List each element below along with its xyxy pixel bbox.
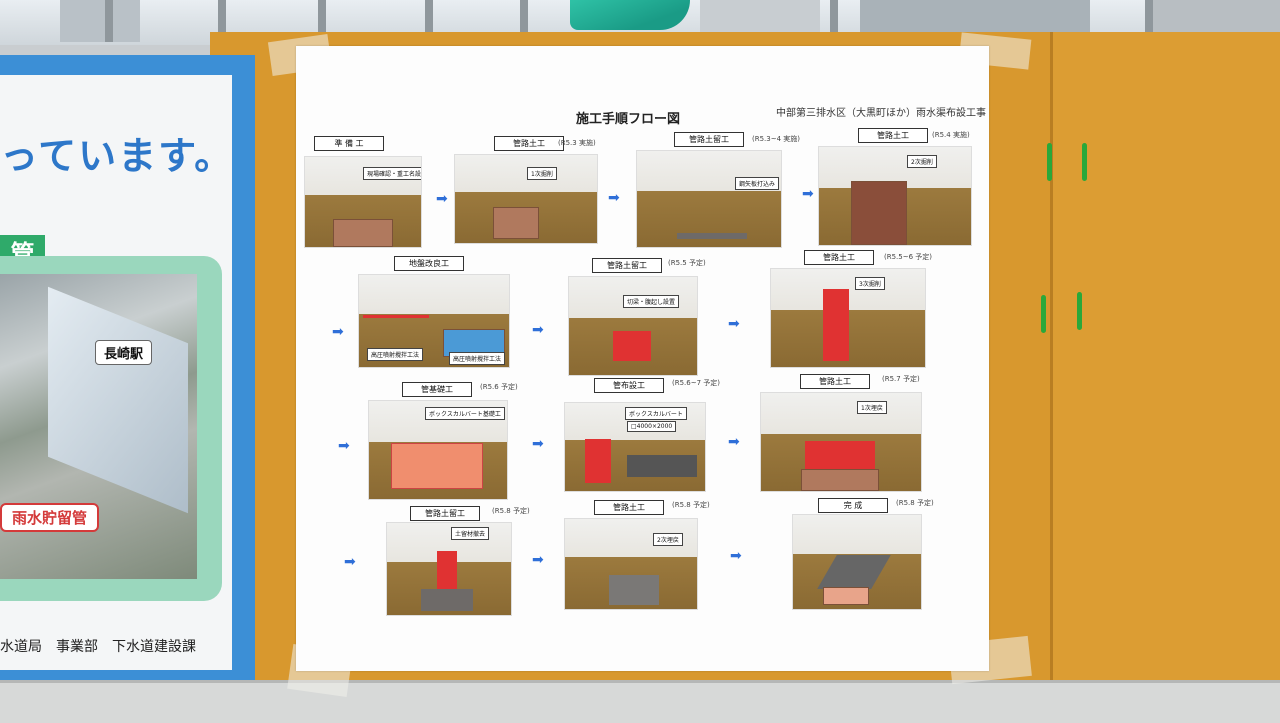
- concrete-base: [0, 680, 1280, 723]
- left-sign-footer: 水道局 事業部 下水道建設課: [0, 639, 196, 655]
- step-panel: [792, 514, 922, 610]
- flow-arrow-icon: ➡: [332, 324, 344, 340]
- flow-arrow-icon: ➡: [728, 316, 740, 332]
- step-date: (R5.8 予定): [492, 507, 530, 515]
- step-panel: 2次埋戻: [564, 518, 698, 610]
- fence-post: [425, 0, 433, 42]
- step-date: (R5.3 実施): [558, 139, 596, 147]
- flow-arrow-icon: ➡: [532, 322, 544, 338]
- step-date: (R5.5~6 予定): [884, 253, 933, 261]
- step-panel: 3次掘削: [770, 268, 926, 368]
- step-label: 準 備 工: [314, 136, 384, 151]
- step-label: 完 成: [818, 498, 888, 513]
- flow-chart-poster: 施工手順フロー図 中部第三排水区（大黒町ほか）雨水渠布設工事 準 備 工 現場確…: [296, 46, 989, 671]
- step-label: 管路土留工: [410, 506, 480, 521]
- step-date: (R5.8 予定): [672, 501, 710, 509]
- step-label: 管路土工: [494, 136, 564, 151]
- step-label: 管路土工: [800, 374, 870, 389]
- station-label: 長崎駅: [95, 340, 153, 365]
- orange-hoarding-panel-right: [1050, 32, 1280, 680]
- fence-post: [830, 0, 838, 42]
- cable-tie: [1041, 295, 1046, 333]
- step-label: 管路土留工: [674, 132, 744, 147]
- left-sign-headline: っています。: [0, 134, 235, 178]
- fence-post: [1145, 0, 1153, 42]
- cable-tie: [1047, 143, 1052, 181]
- flow-arrow-icon: ➡: [730, 548, 742, 564]
- step-label: 地盤改良工: [394, 256, 464, 271]
- step-panel: 土留材撤去: [386, 522, 512, 616]
- flow-arrow-icon: ➡: [802, 186, 814, 202]
- step-date: (R5.8 予定): [896, 499, 934, 507]
- step-date: (R5.3~4 実施): [752, 135, 801, 143]
- flow-arrow-icon: ➡: [344, 554, 356, 570]
- pipe-label: 雨水貯留管: [0, 503, 100, 532]
- step-label: 管路土留工: [592, 258, 662, 273]
- crane-arm: [570, 0, 690, 30]
- step-label: 管路土工: [594, 500, 664, 515]
- step-date: (R5.6~7 予定): [672, 379, 721, 387]
- step-panel: 1次埋戻: [760, 392, 922, 492]
- background-building: [60, 0, 140, 42]
- step-panel: 1次掘削: [454, 154, 598, 244]
- flow-arrow-icon: ➡: [436, 191, 448, 207]
- step-date: (R5.7 予定): [882, 375, 920, 383]
- step-label: 管基礎工: [402, 382, 472, 397]
- step-label: 管路土工: [858, 128, 928, 143]
- flow-arrow-icon: ➡: [532, 552, 544, 568]
- step-panel: ボックスカルバート基礎工: [368, 400, 508, 500]
- step-label: 管布設工: [594, 378, 664, 393]
- fence-post: [105, 0, 113, 42]
- fence-post: [318, 0, 326, 42]
- fence-post: [520, 0, 528, 42]
- step-date: (R5.4 実施): [932, 131, 970, 139]
- step-panel: 切梁・腹起し設置: [568, 276, 698, 376]
- flow-arrow-icon: ➡: [532, 436, 544, 452]
- step-panel: 鋼矢板打込み: [636, 150, 782, 248]
- poster-subtitle: 中部第三排水区（大黒町ほか）雨水渠布設工事: [776, 108, 986, 119]
- flow-arrow-icon: ➡: [608, 190, 620, 206]
- flow-arrow-icon: ➡: [728, 434, 740, 450]
- step-panel: 現場確認・重工名設置: [304, 156, 422, 248]
- cable-tie: [1082, 143, 1087, 181]
- step-date: (R5.5 予定): [668, 259, 706, 267]
- step-panel: 高圧噴射攪拌工法 高圧噴射攪拌工法: [358, 274, 510, 368]
- step-panel: ボックスカルバート □4000×2000: [564, 402, 706, 492]
- poster-title: 施工手順フロー図: [576, 112, 681, 127]
- step-date: (R5.6 予定): [480, 383, 518, 391]
- step-panel: 2次掘削: [818, 146, 972, 246]
- fence-post: [218, 0, 226, 42]
- flow-arrow-icon: ➡: [338, 438, 350, 454]
- step-label: 管路土工: [804, 250, 874, 265]
- cable-tie: [1077, 292, 1082, 330]
